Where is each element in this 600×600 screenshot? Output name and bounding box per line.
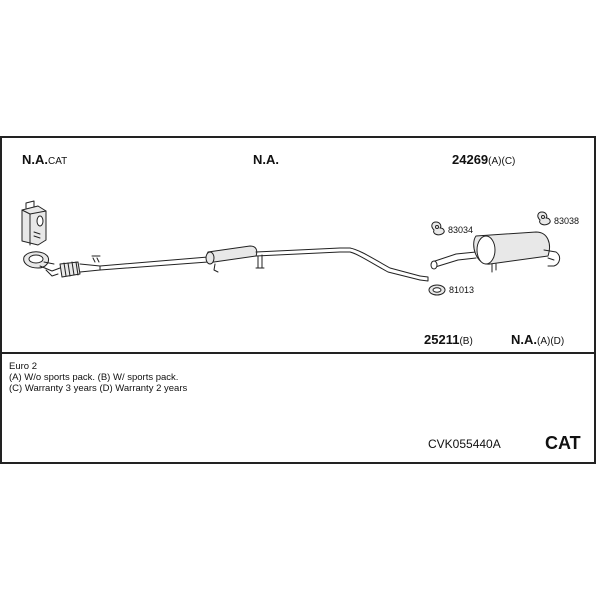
label-na-cat-main: N.A. (22, 152, 48, 167)
cat-badge: CAT (545, 433, 581, 453)
label-25211-main: 25211 (424, 332, 460, 347)
part-number-81013: 81013 (449, 285, 475, 295)
label-na-middle-main: N.A. (253, 152, 279, 167)
label-na-middle: N.A. (253, 152, 279, 168)
middle-pipe-icon (99, 245, 429, 282)
frame-divider (0, 352, 596, 354)
catalog-code: CVK055440A (428, 437, 501, 451)
label-na-ad-main: N.A. (511, 332, 537, 347)
label-24269: 24269(A)(C) (452, 152, 515, 168)
diagram-frame (0, 136, 596, 464)
rubber-mount-icon (431, 221, 445, 236)
catalytic-converter-icon (21, 200, 47, 246)
label-24269-suffix: (A)(C) (488, 156, 516, 167)
front-pipe-icon (23, 251, 101, 278)
label-25211-suffix: (B) (459, 336, 473, 347)
rear-silencer-icon (430, 231, 561, 273)
label-na-cat-suffix: CAT (48, 156, 68, 167)
label-24269-main: 24269 (452, 152, 489, 167)
part-number-83038: 83038 (554, 216, 580, 226)
note-euro: Euro 2 (9, 361, 37, 372)
note-warranty: (C) Warranty 3 years (D) Warranty 2 year… (9, 383, 188, 394)
gasket-ring-icon (428, 284, 446, 296)
part-number-83034: 83034 (448, 225, 474, 235)
note-sports-pack: (A) W/o sports pack. (B) W/ sports pack. (9, 372, 179, 383)
rubber-mount-rear-icon (537, 211, 551, 226)
label-na-cat: N.A.CAT (22, 152, 67, 168)
label-na-ad: N.A.(A)(D) (511, 332, 564, 348)
label-25211: 25211(B) (424, 332, 473, 348)
label-na-ad-suffix: (A)(D) (537, 336, 565, 347)
